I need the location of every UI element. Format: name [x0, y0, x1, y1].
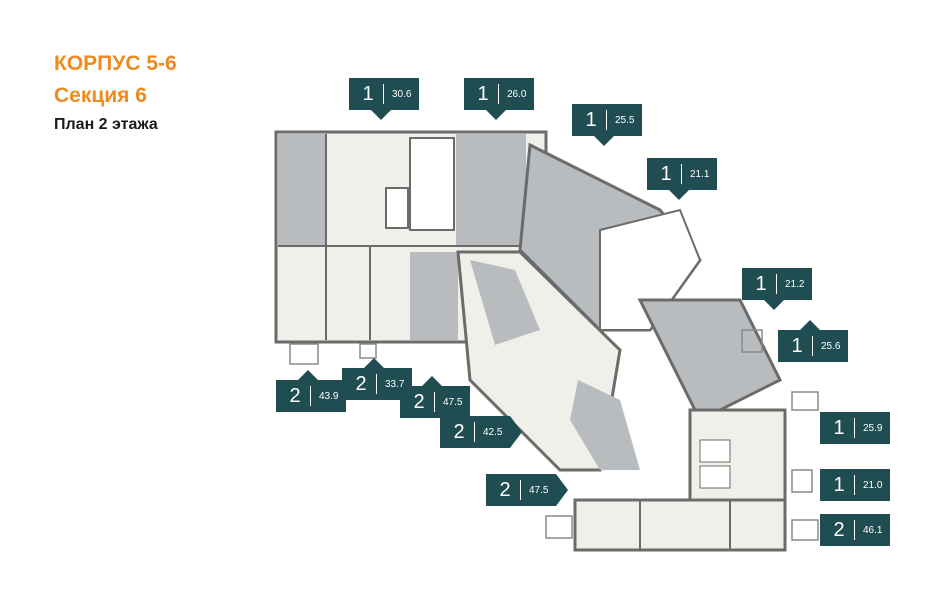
room-count: 2 [833, 518, 845, 541]
area-value: 21.1 [690, 168, 710, 180]
area-value: 47.5 [529, 484, 549, 496]
room-count: 1 [477, 82, 489, 105]
room-count: 1 [362, 82, 374, 105]
room-count: 2 [453, 420, 465, 443]
area-value: 33.7 [385, 378, 405, 390]
diagonal-wing[interactable] [456, 142, 783, 472]
room-count: 1 [791, 334, 803, 357]
room-count: 1 [833, 473, 845, 496]
room-count: 1 [585, 108, 597, 131]
area-value: 25.6 [821, 340, 841, 352]
building-title: КОРПУС 5-6 [54, 52, 177, 75]
room-count: 1 [660, 162, 672, 185]
area-value: 21.0 [863, 479, 883, 491]
area-value: 21.2 [785, 278, 805, 290]
room-count: 2 [499, 478, 511, 501]
room-count: 2 [289, 384, 301, 407]
lower-right-wing[interactable] [573, 408, 787, 552]
room-count: 1 [755, 272, 767, 295]
area-value: 42.5 [483, 426, 503, 438]
area-value: 46.1 [863, 524, 883, 536]
area-value: 25.5 [615, 114, 635, 126]
room-count: 1 [833, 416, 845, 439]
area-value: 47.5 [443, 396, 463, 408]
room-count: 2 [413, 390, 425, 413]
room-count: 2 [355, 372, 367, 395]
floor-plan-title: План 2 этажа [54, 116, 158, 133]
area-value: 43.9 [319, 390, 339, 402]
area-value: 30.6 [392, 88, 412, 100]
area-value: 26.0 [507, 88, 527, 100]
area-value: 25.9 [863, 422, 883, 434]
balconies [289, 329, 819, 541]
section-title: Секция 6 [54, 84, 147, 107]
left-wing[interactable] [274, 130, 548, 344]
